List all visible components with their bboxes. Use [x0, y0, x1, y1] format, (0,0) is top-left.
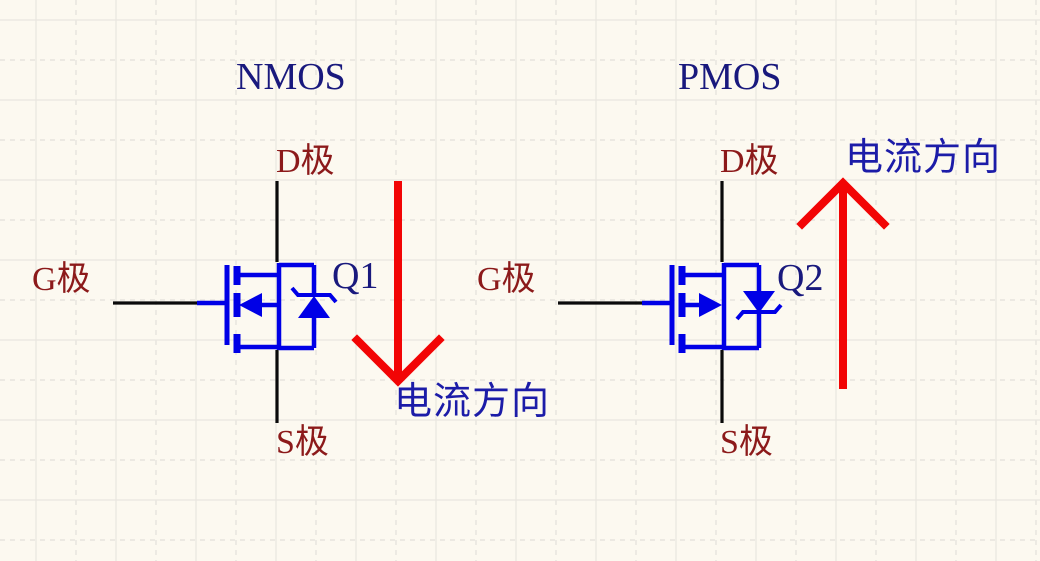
nmos-designator: Q1 — [332, 255, 379, 297]
nmos-current-label: 电流方向 — [394, 381, 551, 423]
nmos-channel-arrow — [239, 293, 262, 317]
pmos-designator: Q2 — [777, 257, 824, 299]
nmos-source-label: S极 — [276, 424, 329, 461]
pmos-gate-label: G极 — [477, 261, 536, 298]
pmos-title: PMOS — [678, 56, 782, 98]
nmos-current-arrow — [351, 181, 445, 387]
nmos-gate-label: G极 — [32, 261, 91, 298]
nmos-transistor-symbol — [197, 262, 338, 353]
nmos-title: NMOS — [236, 56, 346, 98]
pmos-transistor-symbol — [642, 262, 783, 353]
pmos-channel-arrow — [699, 293, 722, 317]
nmos-current-arrowhead — [351, 334, 445, 387]
nmos-drain-label: D极 — [276, 143, 335, 180]
pmos-source-label: S极 — [720, 424, 773, 461]
pmos-current-arrow — [796, 177, 890, 389]
pmos-current-label: 电流方向 — [845, 137, 1002, 179]
nmos-body-diode-triangle — [298, 296, 330, 318]
nmos-diode-cathode-bar — [290, 286, 338, 304]
pmos-body-diode-triangle — [743, 291, 775, 313]
pmos-drain-label: D极 — [720, 143, 779, 180]
pmos-current-arrowhead — [796, 177, 890, 230]
